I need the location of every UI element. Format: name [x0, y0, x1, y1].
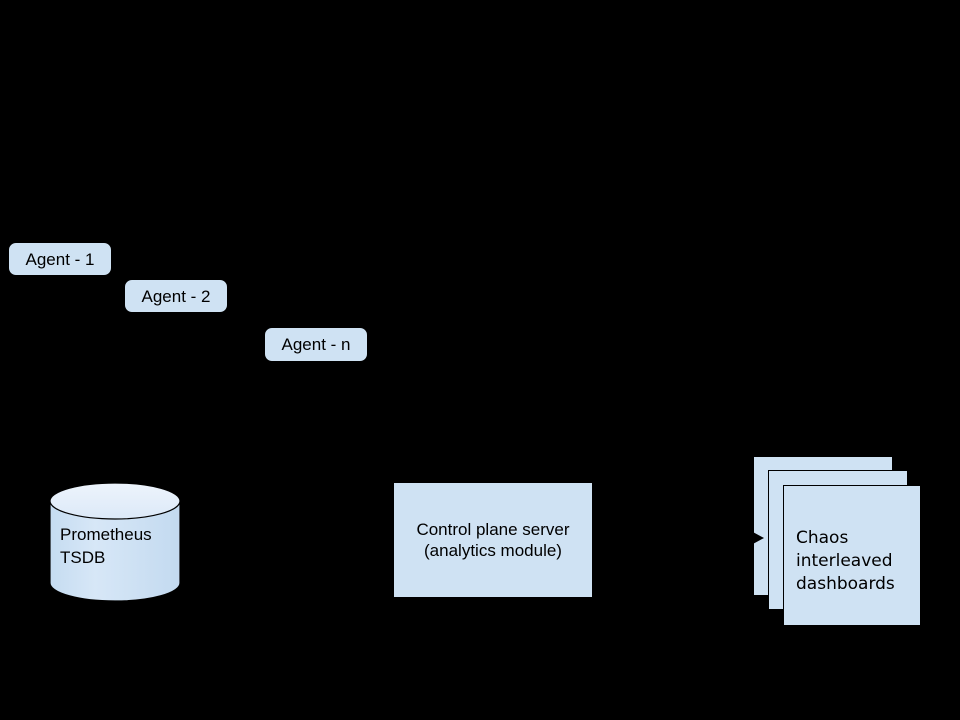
chaos-dashboards-label: Chaos interleaved dashboards — [796, 528, 895, 594]
agent-2-label: Agent - 2 — [141, 286, 211, 306]
dashboard-sheet-front — [783, 485, 921, 626]
node-prometheus-tsdb[interactable]: Prometheus TSDB — [49, 482, 181, 602]
agent-1-label: Agent - 1 — [25, 249, 95, 269]
node-agent-2[interactable]: Agent - 2 — [124, 279, 228, 313]
control-plane-label: Control plane server (analytics module) — [416, 519, 570, 560]
node-control-plane-server[interactable]: Control plane server (analytics module) — [393, 482, 593, 598]
agent-n-label: Agent - n — [281, 335, 351, 354]
cylinder-shape — [49, 482, 181, 602]
node-agent-1[interactable]: Agent - 1 — [8, 242, 112, 276]
node-agent-n[interactable]: Agent - n — [264, 327, 368, 362]
arrow-to-dashboards-icon — [751, 531, 764, 545]
